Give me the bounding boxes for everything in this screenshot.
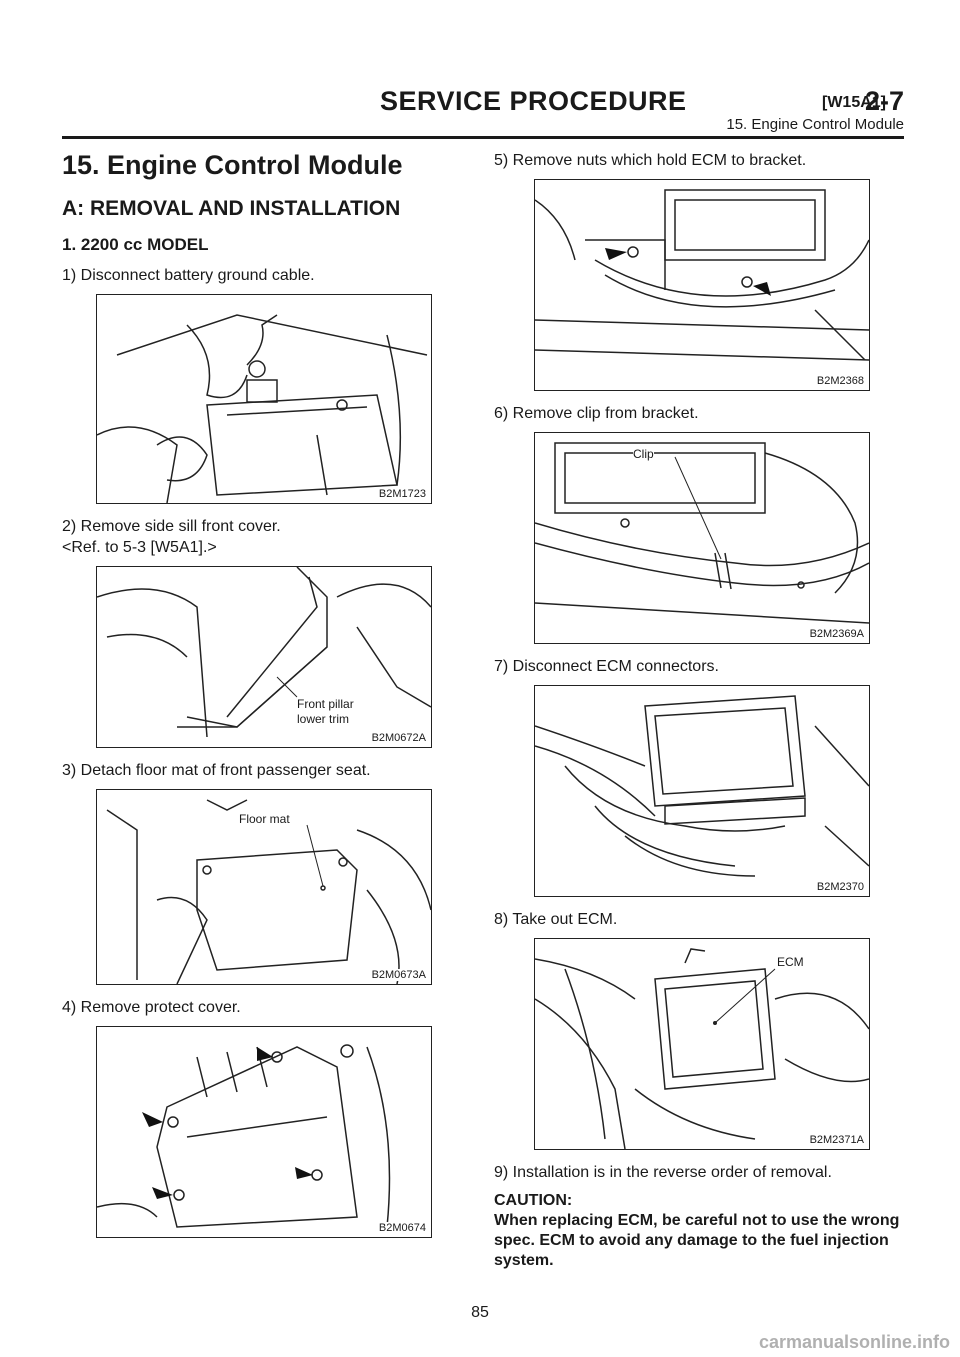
right-column: 5) Remove nuts which hold ECM to bracket…: [494, 150, 904, 1271]
step-8: 8) Take out ECM.: [494, 911, 618, 928]
header-section-title: SERVICE PROCEDURE: [380, 86, 687, 116]
figure-code: B2M0674: [377, 1222, 427, 1234]
figure-code: B2M2370: [815, 881, 865, 893]
section-subtitle: A: REMOVAL AND INSTALLATION: [62, 197, 401, 220]
header-chapter: 2-7: [864, 86, 904, 116]
figure-ecm-nuts: B2M2368: [534, 179, 870, 391]
watermark-footer[interactable]: carmanualsonline.info: [758, 1332, 950, 1352]
figure-label-floor-mat: Floor mat: [239, 812, 290, 826]
caution-text: When replacing ECM, be careful not to us…: [494, 1212, 900, 1269]
figure-label-clip: Clip: [633, 447, 654, 461]
page-number: 85: [471, 1304, 489, 1321]
protect-cover-illustration: [97, 1044, 391, 1228]
figure-code: B2M2371A: [808, 1134, 865, 1146]
figure-floor-mat: Floor mat B2M0673A: [96, 789, 432, 985]
side-sill-illustration: [97, 567, 431, 738]
figure-code: B2M2368: [815, 375, 865, 387]
battery-illustration: [97, 314, 428, 503]
left-column: 15. Engine Control Module A: REMOVAL AND…: [62, 150, 472, 1250]
figure-clip: Clip B2M2369A: [534, 432, 870, 644]
figure-label-front-pillar: Front pillar: [297, 697, 354, 711]
step-9: 9) Installation is in the reverse order …: [494, 1164, 832, 1181]
page-header: SERVICE PROCEDURE [W15A1] 2-7 15. Engine…: [62, 86, 904, 138]
header-subtitle: 15. Engine Control Module: [726, 116, 904, 133]
floor-mat-illustration: [106, 799, 431, 984]
figure-code: B2M0672A: [370, 732, 427, 744]
caution-heading: CAUTION:: [494, 1192, 573, 1209]
figure-code: B2M1723: [377, 488, 427, 500]
take-out-ecm-illustration: [535, 948, 869, 1149]
step-2-reference: <Ref. to 5-3 [W5A1].>: [62, 539, 217, 556]
clip-illustration: [535, 442, 869, 624]
figure-code: B2M2369A: [808, 628, 865, 640]
figure-protect-cover: B2M0674: [96, 1026, 432, 1238]
step-1: 1) Disconnect battery ground cable.: [62, 267, 315, 284]
figure-battery-cable: B2M1723: [96, 294, 432, 504]
step-6: 6) Remove clip from bracket.: [494, 405, 699, 422]
step-4: 4) Remove protect cover.: [62, 999, 241, 1016]
step-7: 7) Disconnect ECM connectors.: [494, 658, 719, 675]
ecm-nuts-illustration: [535, 189, 869, 361]
figure-side-sill: Front pillar lower trim B2M0672A: [96, 566, 432, 748]
figure-label-ecm: ECM: [777, 955, 804, 969]
figure-ecm-connectors: B2M2370: [534, 685, 870, 897]
figure-take-out-ecm: ECM B2M2371A: [534, 938, 870, 1150]
figure-code: B2M0673A: [370, 969, 427, 981]
figure-label-lower-trim: lower trim: [297, 712, 350, 726]
step-3: 3) Detach floor mat of front passenger s…: [62, 762, 371, 779]
step-5: 5) Remove nuts which hold ECM to bracket…: [494, 152, 807, 169]
page-title: 15. Engine Control Module: [62, 150, 403, 180]
step-2: 2) Remove side sill front cover.: [62, 518, 281, 535]
header-rule: [62, 136, 904, 139]
header-code: [W15A1]: [822, 94, 887, 111]
ecm-connectors-illustration: [535, 695, 869, 877]
model-heading: 1. 2200 cc MODEL: [62, 235, 209, 254]
